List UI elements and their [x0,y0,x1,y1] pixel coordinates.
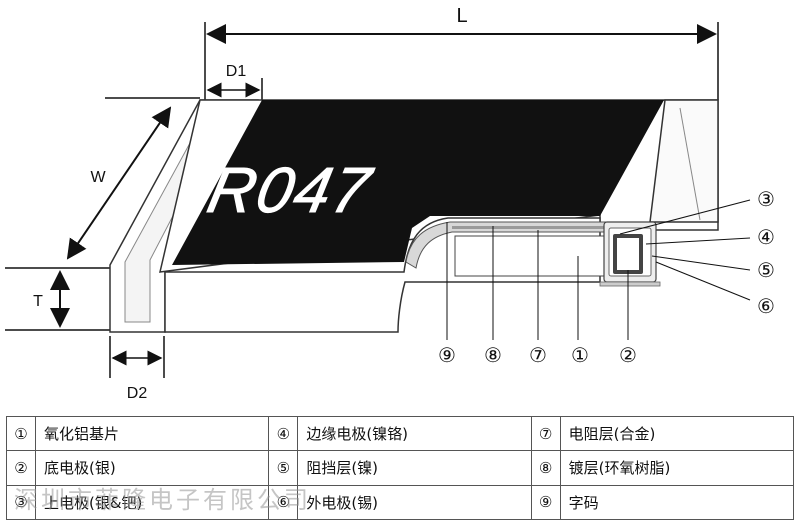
legend-row: ① 氧化铝基片 ④ 边缘电极(镍铬) ⑦ 电阻层(合金) [6,415,795,452]
legend-label: 字码 [559,484,795,521]
callout-2: ② [619,343,637,367]
protective-coating [172,100,664,265]
dimension-d2: D2 [109,336,165,402]
callout-lines [446,199,751,340]
dim-w-label: W [90,169,106,186]
legend-label: 氧化铝基片 [34,415,270,452]
callout-6: ⑥ [757,294,775,318]
dim-t-label: T [33,293,43,310]
callout-numbers: ③ ④ ⑤ ⑥ ⑨ ⑧ ⑦ ① ② [438,187,775,367]
resistor-diagram: L D1 W T D2 [5,5,775,402]
legend-label: 边缘电极(镍铬) [297,415,532,452]
legend-table: ① 氧化铝基片 ④ 边缘电极(镍铬) ⑦ 电阻层(合金) ② 底电极(银) ⑤ … [6,415,795,521]
legend-num: ① [6,415,36,452]
callout-1: ① [571,343,589,367]
dimension-l: L [204,5,719,100]
resistor-marking: R047 [202,154,378,226]
legend-num: ⑥ [268,484,299,521]
legend-num: ③ [6,484,36,521]
legend-num: ⑨ [530,484,561,521]
dimension-w: W [5,97,200,269]
dimension-t: T [5,270,112,331]
legend-num: ② [6,450,36,486]
legend-num: ⑤ [268,450,299,486]
legend-num: ④ [268,415,299,452]
legend-label: 阻挡层(镍) [297,450,532,486]
dim-l-label: L [456,5,467,27]
legend-label: 电阻层(合金) [559,415,795,452]
legend-row: ③ 上电极(银&钯) ⑥ 外电极(锡) ⑨ 字码 [6,484,795,521]
callout-5: ⑤ [757,258,775,282]
legend-num: ⑧ [530,450,561,486]
dim-d1-label: D1 [226,63,247,80]
legend-label: 镀层(环氧树脂) [559,450,795,486]
dimension-d1: D1 [206,63,263,100]
chip-body: R047 [109,99,719,333]
callout-3: ③ [757,187,775,211]
callout-9: ⑨ [438,343,456,367]
legend-num: ⑦ [530,415,561,452]
legend-label: 上电极(银&钯) [34,484,270,521]
callout-4: ④ [757,225,775,249]
callout-7: ⑦ [529,343,547,367]
legend-row: ② 底电极(银) ⑤ 阻挡层(镍) ⑧ 镀层(环氧树脂) [6,450,795,486]
legend-label: 外电极(锡) [297,484,532,521]
legend-label: 底电极(银) [34,450,270,486]
callout-8: ⑧ [484,343,502,367]
dim-d2-label: D2 [127,385,148,402]
